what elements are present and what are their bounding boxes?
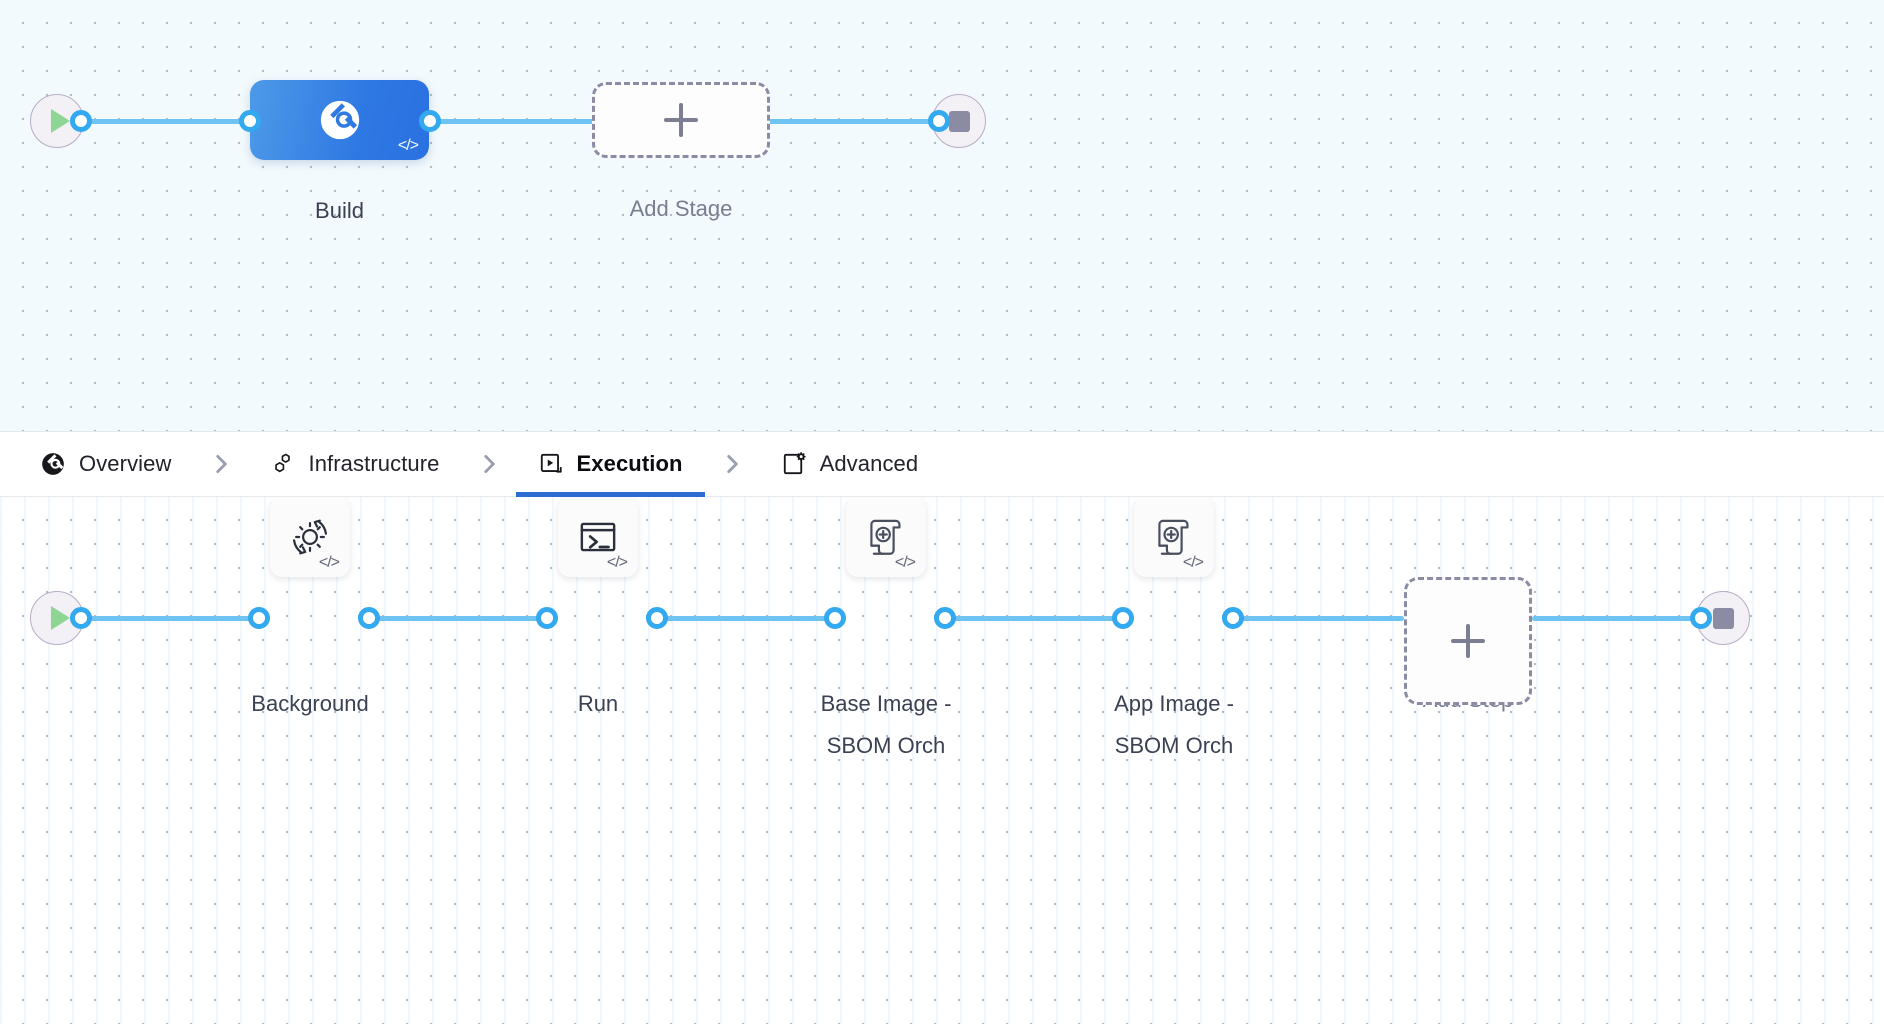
- step-wire-appimage-addstep: [1232, 616, 1404, 621]
- play-box-icon: [540, 453, 562, 473]
- step-wire-addstep-end: [1532, 616, 1692, 621]
- stage-config-tabs[interactable]: Overview Infrastructure E: [0, 431, 1884, 497]
- tab-separator-3: [705, 432, 759, 496]
- harness-logo-icon: [42, 453, 64, 475]
- stage-graph-canvas[interactable]: </> Build Add Stage: [0, 0, 1884, 431]
- tab-advanced-label: Advanced: [819, 451, 919, 476]
- step-node-app-image-sbom-orch[interactable]: </>: [1134, 497, 1214, 577]
- add-step-button[interactable]: [1404, 577, 1532, 705]
- step-port-run-in[interactable]: [536, 607, 558, 629]
- step-wire-baseimage-appimage: [944, 616, 1124, 621]
- tab-advanced[interactable]: Advanced: [759, 432, 941, 496]
- tab-overview[interactable]: Overview: [18, 432, 194, 496]
- gear-refresh-icon: [292, 519, 328, 555]
- stop-icon: [1712, 607, 1734, 629]
- gear-card-icon: [783, 452, 806, 475]
- tab-execution-label: Execution: [576, 451, 683, 476]
- step-label-background: Background: [251, 691, 369, 716]
- step-port-background-in[interactable]: [248, 607, 270, 629]
- terminal-icon: [580, 522, 616, 552]
- tab-separator-2: [462, 432, 516, 496]
- harness-logo-icon: [320, 100, 359, 140]
- tab-separator-1: [194, 432, 248, 496]
- chevron-right-icon: [215, 455, 227, 473]
- step-port-base-image-out[interactable]: [934, 607, 956, 629]
- step-label-run: Run: [577, 691, 619, 716]
- stage-wire-addstage-end: [768, 119, 938, 124]
- step-port-end-in[interactable]: [1690, 607, 1712, 629]
- step-node-base-image-sbom-orch[interactable]: </>: [846, 497, 926, 577]
- stop-icon: [948, 110, 970, 132]
- plus-icon: [1451, 624, 1485, 658]
- step-code-badge: </>: [1182, 554, 1204, 571]
- tab-infrastructure[interactable]: Infrastructure: [248, 432, 462, 496]
- stage-wire-start-build: [78, 119, 258, 124]
- tab-overview-label: Overview: [79, 451, 172, 476]
- play-icon: [50, 606, 70, 630]
- step-port-base-image-in[interactable]: [824, 607, 846, 629]
- stage-wire-build-addstage: [430, 119, 600, 124]
- step-node-run[interactable]: </>: [558, 497, 638, 577]
- chevron-right-icon: [726, 455, 738, 473]
- step-label-app-image-sbom-orch: App Image - SBOM Orch: [1114, 691, 1234, 758]
- stage-port-build-out[interactable]: [419, 110, 441, 132]
- step-wire-run-baseimage: [656, 616, 836, 621]
- step-code-badge: </>: [894, 554, 916, 571]
- step-port-app-image-out[interactable]: [1222, 607, 1244, 629]
- step-code-badge: </>: [318, 554, 340, 571]
- tab-infrastructure-label: Infrastructure: [308, 451, 440, 476]
- step-node-background[interactable]: </>: [270, 497, 350, 577]
- step-port-background-out[interactable]: [358, 607, 380, 629]
- step-wire-background-run: [368, 616, 548, 621]
- hexagon-cluster-icon: [274, 453, 290, 473]
- stage-code-badge: </>: [397, 137, 419, 154]
- plus-icon: [664, 103, 698, 137]
- step-wire-start-background: [78, 616, 258, 621]
- add-stage-label: Add Stage: [629, 196, 733, 221]
- stage-label-build: Build: [315, 198, 364, 223]
- sbom-scroll-icon: [1158, 519, 1189, 555]
- sbom-scroll-icon: [870, 519, 901, 555]
- tab-execution[interactable]: Execution: [515, 432, 705, 497]
- pipeline-end-node[interactable]: [932, 94, 986, 148]
- step-port-run-out[interactable]: [646, 607, 668, 629]
- add-stage-button[interactable]: [592, 82, 770, 158]
- step-code-badge: </>: [606, 554, 628, 571]
- chevron-right-icon: [483, 455, 495, 473]
- execution-steps-canvas[interactable]: </> Background </> Run: [0, 497, 1884, 1024]
- stage-node-build[interactable]: </>: [250, 80, 429, 160]
- step-port-app-image-in[interactable]: [1112, 607, 1134, 629]
- step-port-start-out[interactable]: [70, 607, 92, 629]
- play-icon: [50, 109, 70, 133]
- stage-port-build-in[interactable]: [239, 110, 261, 132]
- step-label-base-image-sbom-orch: Base Image - SBOM Orch: [820, 691, 952, 758]
- stage-port-start-out[interactable]: [70, 110, 92, 132]
- stage-port-end-in[interactable]: [928, 110, 950, 132]
